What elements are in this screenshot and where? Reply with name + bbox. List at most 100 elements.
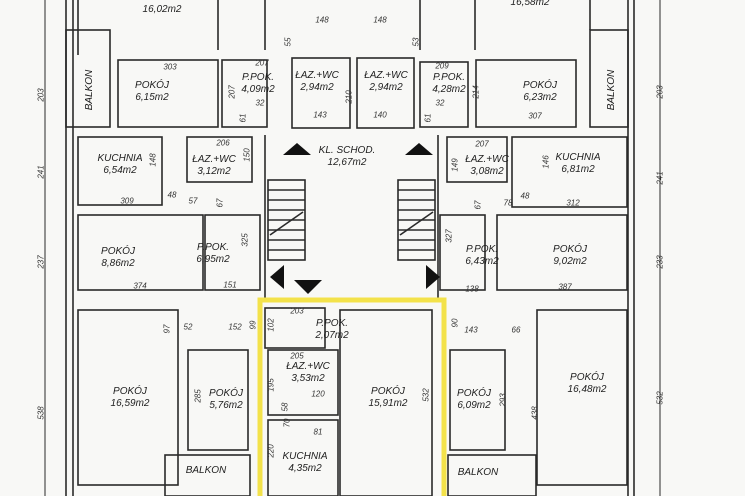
arrow-right-icon (426, 265, 440, 289)
dimension-label: 52 (183, 322, 193, 332)
balcony-label: BALKON (606, 69, 617, 111)
dimension-label: 55 (283, 37, 293, 47)
dimension-label: 58 (280, 402, 290, 412)
dimension-label: 241 (36, 165, 46, 179)
dimension-label: 309 (120, 196, 134, 206)
dimension-label: 387 (558, 282, 572, 292)
dimension-label: 207 (475, 139, 489, 149)
dimension-label: 532 (655, 391, 665, 405)
dimension-label: 438 (530, 406, 540, 420)
arrow-down-icon (294, 280, 322, 294)
dimension-label: 140 (373, 110, 387, 120)
dimension-label: 207 (255, 58, 269, 68)
room-label: KL. SCHOD.12,67m2 (318, 145, 376, 168)
dimension-label: 241 (655, 171, 665, 185)
dimension-label: 148 (315, 15, 329, 25)
dimension-label: 48 (167, 190, 177, 200)
room-label: 16,58m2 (510, 0, 550, 8)
dimension-label: 195 (266, 378, 276, 392)
dimension-label: 99 (248, 320, 258, 330)
dimension-label: 237 (36, 255, 46, 269)
dimension-label: 48 (520, 191, 530, 201)
dimension-label: 143 (464, 325, 478, 335)
dimension-label: 61 (423, 113, 433, 123)
dimension-label: 32 (435, 98, 445, 108)
dimension-label: 148 (148, 153, 158, 167)
dimension-label: 220 (266, 444, 276, 458)
dimension-label: 151 (223, 280, 237, 290)
dimension-label: 307 (528, 111, 542, 121)
dimension-label: 205 (290, 351, 304, 361)
dimension-label: 209 (435, 61, 449, 71)
stair-arrows (270, 143, 440, 294)
dimension-label: 67 (215, 198, 225, 208)
dimension-label: 210 (344, 90, 354, 104)
dimension-label: 143 (313, 110, 327, 120)
room-label: P.POK.2,07m2 (315, 318, 349, 341)
room-label: P.POK.4,09m2 (241, 72, 275, 95)
dimension-label: 327 (444, 229, 454, 243)
dimension-label: 233 (655, 255, 665, 269)
arrow-up-icon (283, 143, 311, 155)
dimension-label: 61 (238, 113, 248, 123)
dimension-label: 57 (188, 196, 198, 206)
dimension-label: 138 (465, 284, 479, 294)
dimension-label: 32 (255, 98, 265, 108)
dimension-label: 203 (655, 85, 665, 99)
dimension-label: 70 (282, 418, 292, 428)
dimension-label: 532 (421, 388, 431, 402)
dimension-label: 312 (566, 198, 580, 208)
dimension-label: 285 (193, 389, 203, 403)
room-label: P.POK.4,28m2 (432, 72, 466, 95)
dimension-label: 53 (411, 37, 421, 47)
walls (44, 0, 661, 496)
dimension-label: 293 (498, 393, 508, 407)
dimension-label: 102 (266, 318, 276, 332)
dimension-label: 78 (503, 198, 513, 208)
dimension-label: 152 (228, 322, 242, 332)
dimension-label: 120 (311, 389, 325, 399)
dimension-label: 374 (133, 281, 147, 291)
dimension-label: 148 (373, 15, 387, 25)
dimension-label: 81 (313, 427, 323, 437)
dimension-label: 325 (240, 233, 250, 247)
dimension-label: 538 (36, 406, 46, 420)
room-label: P.POK.6,43m2 (465, 244, 499, 267)
arrow-up-icon (405, 143, 433, 155)
balcony-label: BALKON (84, 69, 95, 111)
dimension-label: 149 (450, 158, 460, 172)
room-label: 16,02m2 (142, 4, 182, 15)
dimension-label: 203 (36, 88, 46, 102)
room-label: P.POK.6,95m2 (196, 242, 230, 265)
dimension-label: 97 (162, 324, 172, 334)
dimension-label: 203 (290, 306, 304, 316)
dimension-label: 90 (450, 318, 460, 328)
arrow-left-icon (270, 265, 284, 289)
highlighted-apartment (257, 297, 447, 496)
balcony-label: BALKON (457, 467, 499, 478)
dimension-label: 303 (163, 62, 177, 72)
dimension-label: 66 (511, 325, 521, 335)
balcony-label: BALKON (185, 465, 227, 476)
dimension-label: 207 (227, 85, 237, 99)
dimension-label: 214 (471, 85, 481, 99)
